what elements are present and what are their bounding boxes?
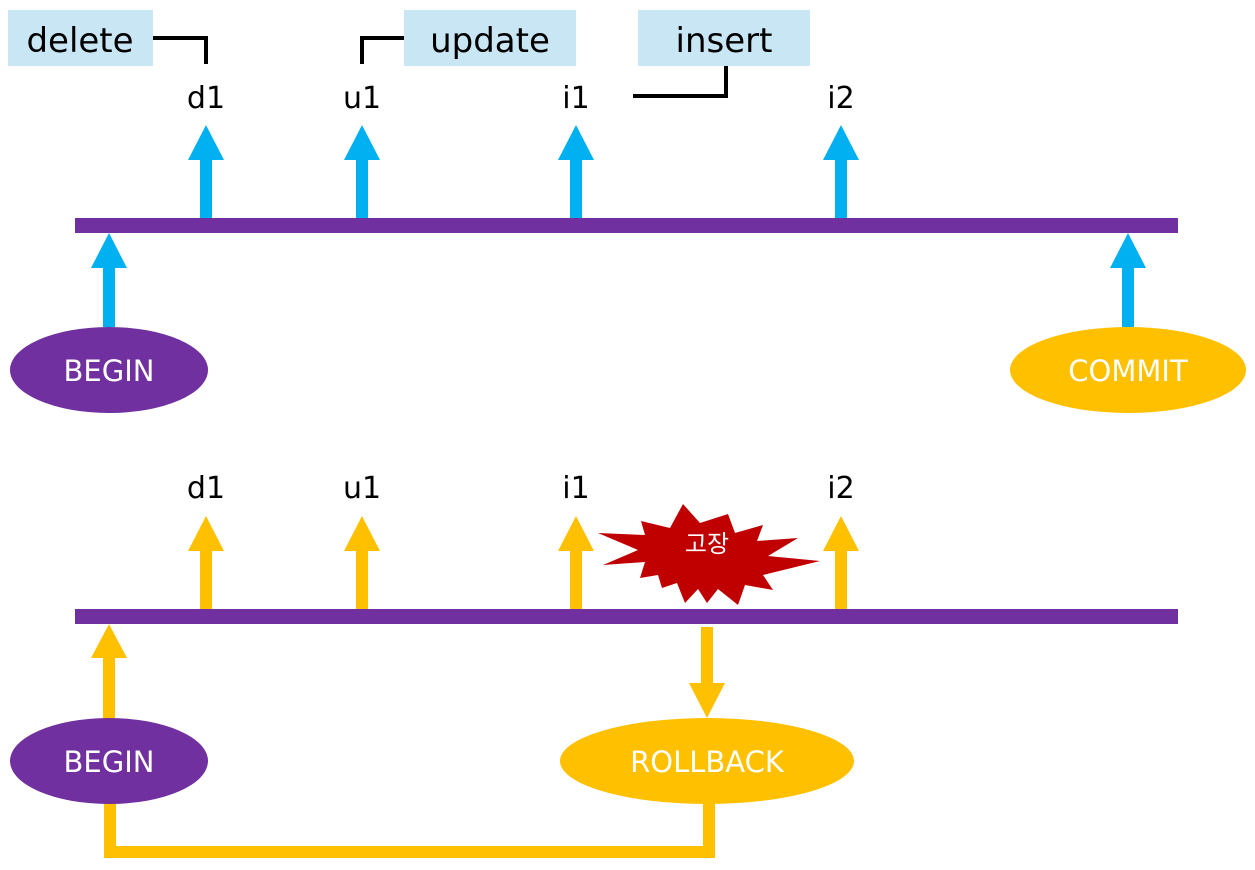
commit-step-i1: i1 (562, 81, 589, 116)
rollback-begin-label: BEGIN (64, 745, 155, 779)
rollback-arrow-i2 (823, 516, 859, 609)
rollback-step-i2: i2 (827, 471, 854, 506)
commit-begin-arrow (91, 233, 127, 327)
rollback-begin-node: BEGIN (10, 718, 208, 804)
commit-arrow-u1 (344, 125, 380, 218)
rollback-step-i1: i1 (562, 471, 589, 506)
op-label-update-text: update (430, 21, 550, 61)
rollback-end-label: ROLLBACK (630, 745, 785, 779)
op-label-delete: delete (8, 10, 153, 66)
rollback-step-u1: u1 (343, 471, 381, 506)
rollback-timeline (75, 609, 1178, 624)
rollback-flow: d1 u1 i1 i2 고장 (10, 471, 1178, 858)
op-label-update: update (404, 10, 576, 66)
rollback-arrow-i1 (558, 516, 594, 609)
update-connector (360, 36, 404, 64)
op-label-insert-box (638, 10, 810, 66)
rollback-return-path (104, 803, 715, 858)
commit-flow: delete update insert d1 u1 i1 i2 (8, 10, 1246, 413)
commit-timeline (75, 218, 1178, 233)
rollback-begin-arrow (91, 624, 127, 719)
commit-end-label: COMMIT (1068, 354, 1188, 388)
op-label-insert: insert (638, 10, 810, 66)
fault-burst: 고장 (598, 504, 820, 605)
commit-arrow-i1 (558, 125, 594, 218)
rollback-end-node: ROLLBACK (560, 718, 854, 804)
commit-end-arrow (1110, 233, 1146, 327)
op-label-insert-text: insert (676, 21, 773, 61)
fault-burst-shape (598, 504, 820, 605)
commit-step-u1: u1 (343, 81, 381, 116)
op-label-delete-text: delete (26, 21, 133, 61)
commit-arrow-i2 (823, 125, 859, 218)
commit-arrow-d1 (188, 125, 224, 218)
op-label-update-box (404, 10, 576, 66)
rollback-step-d1: d1 (187, 471, 225, 506)
commit-end-node: COMMIT (1010, 327, 1246, 413)
commit-step-i2: i2 (827, 81, 854, 116)
op-label-delete-box (8, 10, 153, 66)
rollback-arrow-u1 (344, 516, 380, 609)
commit-begin-node: BEGIN (10, 327, 208, 413)
rollback-down-arrow (689, 627, 725, 718)
commit-begin-label: BEGIN (64, 354, 155, 388)
fault-label: 고장 (685, 530, 729, 558)
delete-connector (153, 36, 208, 64)
insert-connector (633, 66, 728, 98)
commit-step-d1: d1 (187, 81, 225, 116)
rollback-arrow-d1 (188, 516, 224, 609)
